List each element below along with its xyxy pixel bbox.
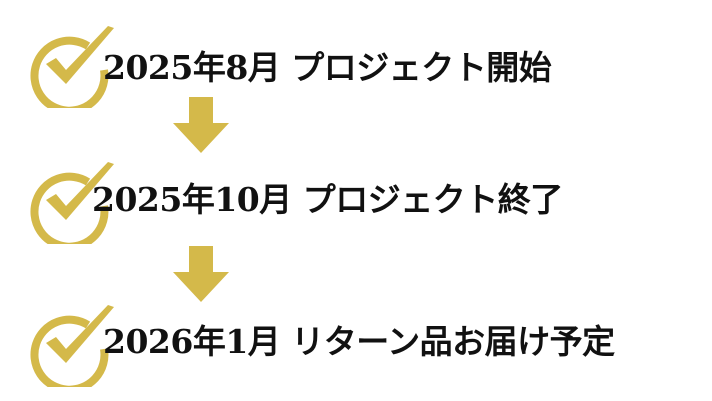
arrow-down-icon	[173, 97, 229, 153]
step-label: 2025年10月 プロジェクト終了	[92, 180, 563, 219]
arrow-down-icon	[173, 246, 229, 302]
step-label: 2025年8月 プロジェクト開始	[103, 48, 552, 87]
step-label: 2026年1月 リターン品お届け予定	[103, 322, 615, 361]
